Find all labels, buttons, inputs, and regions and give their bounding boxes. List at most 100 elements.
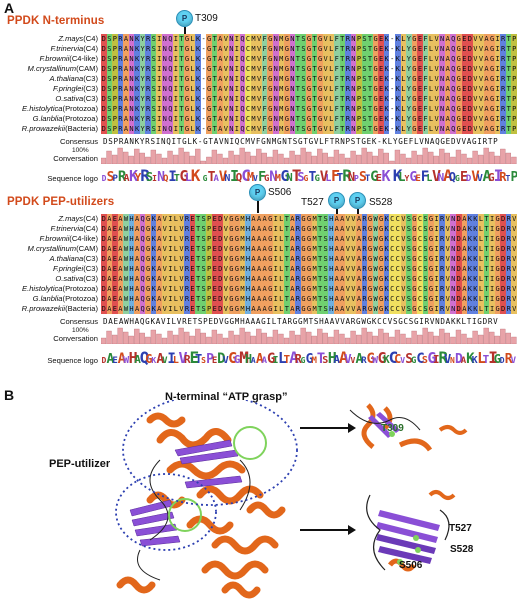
residue-cell: K xyxy=(394,64,401,74)
residue-cell: L xyxy=(400,74,407,84)
residue-cell: S xyxy=(361,114,368,124)
residue-cell: K xyxy=(383,224,390,234)
residue-cell: P xyxy=(511,114,518,124)
residue-cell: A xyxy=(461,234,468,244)
residue-cell: V xyxy=(162,214,168,224)
residue-cell: A xyxy=(217,94,224,104)
logo-residue: M xyxy=(274,173,281,184)
residue-cell: A xyxy=(339,244,346,254)
residue-cell: P xyxy=(206,214,212,224)
residue-cell: L xyxy=(328,34,334,44)
residue-cell: G xyxy=(317,54,323,64)
residue-cell: H xyxy=(328,284,334,294)
residue-cell: E xyxy=(211,284,218,294)
residue-cell: M xyxy=(250,104,257,114)
residue-cell: V xyxy=(345,284,351,294)
residue-cell: R xyxy=(439,244,445,254)
logo-residue: L xyxy=(185,171,192,184)
residue-cell: K xyxy=(394,124,401,134)
residue-cell: P xyxy=(511,104,518,114)
logo-residue: G xyxy=(314,174,320,184)
residue-cell: R xyxy=(505,214,512,224)
residue-cell: G xyxy=(456,94,462,104)
species-label: A.thaliana(C3) xyxy=(49,254,98,263)
residue-cell: I xyxy=(234,34,240,44)
logo-residue: N xyxy=(269,169,278,185)
residue-cell: A xyxy=(289,214,296,224)
logo-residue: Q xyxy=(162,174,169,184)
residue-cell: C xyxy=(394,264,401,274)
residue-cell: D xyxy=(101,214,107,224)
conservation-bar xyxy=(472,150,478,165)
residue-cell: V xyxy=(322,54,329,64)
residue-cell: M xyxy=(250,124,257,134)
residue-cell: E xyxy=(211,234,218,244)
residue-cell: I xyxy=(494,44,501,54)
logo-residue: N xyxy=(437,171,445,184)
residue-cell: S xyxy=(322,284,329,294)
residue-cell: K xyxy=(394,44,401,54)
residue-cell: G xyxy=(284,54,290,64)
residue-cell: G xyxy=(267,234,273,244)
logo-residue: R xyxy=(504,352,513,367)
logo-residue: A xyxy=(117,351,126,367)
residue-cell: T xyxy=(295,114,301,124)
residue-cell: V xyxy=(400,284,407,294)
residue-cell: G xyxy=(428,254,434,264)
residue-cell: N xyxy=(289,124,296,134)
residue-cell: G xyxy=(456,84,462,94)
residue-cell: S xyxy=(422,294,429,304)
residue-cell: L xyxy=(478,244,484,254)
residue-cell: R xyxy=(439,304,445,314)
logo-residue: S xyxy=(145,170,153,184)
residue-cell: A xyxy=(217,84,224,94)
residue-cell: I xyxy=(272,224,279,234)
residue-cell: G xyxy=(306,254,312,264)
residue-cell: I xyxy=(234,54,240,64)
residue-cell: G xyxy=(411,234,418,244)
residue-cell: D xyxy=(101,274,107,284)
residue-cell: Y xyxy=(406,54,412,64)
residue-cell: I xyxy=(489,274,495,284)
residue-cell: L xyxy=(173,224,179,234)
conservation-bar xyxy=(400,333,406,345)
logo-residue: P xyxy=(206,352,214,367)
residue-cell: W xyxy=(123,304,129,314)
pin-stem xyxy=(183,27,186,39)
residue-cell: V xyxy=(433,64,440,74)
residue-cell: L xyxy=(478,274,484,284)
logo-residue: R xyxy=(342,166,352,185)
residue-cell: G xyxy=(206,64,212,74)
residue-cell: W xyxy=(372,304,379,314)
residue-cell: V xyxy=(400,274,407,284)
residue-cell: K xyxy=(195,34,201,44)
conservation-bar xyxy=(228,150,234,165)
residue-cell: L xyxy=(428,84,434,94)
residue-cell: Q xyxy=(167,114,174,124)
logo-residue: A xyxy=(460,356,466,366)
residue-cell: L xyxy=(400,124,407,134)
residue-cell: N xyxy=(289,104,296,114)
residue-cell: V xyxy=(350,264,357,274)
phospho-site-t309: P xyxy=(176,10,193,39)
residue-cell: V xyxy=(400,254,407,264)
residue-cell: Q xyxy=(139,244,146,254)
residue-cell: K xyxy=(195,54,201,64)
residue-cell: G xyxy=(378,274,384,284)
residue-cell: V xyxy=(472,34,479,44)
conservation-bar xyxy=(311,155,317,165)
residue-cell: T xyxy=(367,44,373,54)
residue-cell: N xyxy=(439,104,445,114)
conservation-bar xyxy=(189,155,195,165)
conservation-bar xyxy=(494,335,500,345)
residue-cell: C xyxy=(417,254,423,264)
conservation-bar xyxy=(389,336,395,345)
residue-cell: A xyxy=(117,294,124,304)
residue-cell: V xyxy=(223,254,229,264)
residue-cell: G xyxy=(372,94,379,104)
residue-cell: V xyxy=(256,94,262,104)
residue-cell: W xyxy=(372,294,379,304)
